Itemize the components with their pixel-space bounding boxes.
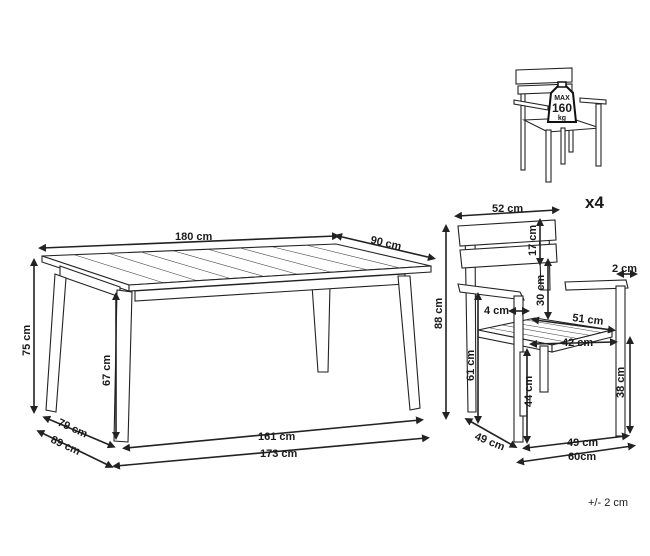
label-chair-armrest-offset: 4 cm	[484, 305, 509, 317]
table-back-leg-right	[311, 284, 331, 373]
label-table-base-length: 173 cm	[260, 448, 298, 460]
chair-armrest-right	[564, 279, 629, 291]
table-leg-front-left-side	[45, 273, 67, 413]
thumb-armrest-right	[579, 97, 607, 105]
label-table-width: 90 cm	[369, 234, 402, 253]
thumb-armrest-left	[513, 99, 549, 111]
table-drawing	[41, 243, 432, 443]
arrow-chair-seat-width	[529, 338, 618, 348]
weight-icon-handle	[557, 81, 567, 88]
arrow-chair-base-width	[516, 442, 636, 466]
label-chair-total-height: 88 cm	[433, 298, 445, 329]
arrow-table-length	[38, 232, 340, 252]
chair-armrest-left	[457, 283, 525, 301]
label-chair-back-width: 52 cm	[492, 203, 523, 215]
label-chair-seat-height: 44 cm	[523, 376, 535, 407]
thumb-mid-leg	[560, 127, 566, 165]
arrow-chair-seat-depth	[531, 316, 616, 334]
label-table-leg-height: 67 cm	[101, 355, 113, 386]
label-chair-seat-width: 42 cm	[562, 337, 593, 349]
label-chair-base-depth-side: 49 cm	[473, 431, 507, 454]
label-table-base-width: 89 cm	[49, 434, 83, 458]
label-chair-armrest-width: 2 cm	[612, 263, 637, 275]
label-chair-back-height: 17 cm	[527, 225, 539, 256]
chair-mid-leg	[539, 345, 549, 393]
label-chair-base-width: 60cm	[568, 451, 596, 463]
tolerance-note: +/- 2 cm	[588, 497, 628, 509]
badge-unit: kg	[558, 115, 566, 122]
tabletop-front-edge	[128, 265, 432, 292]
max-load-badge: MAX 160 kg	[546, 81, 578, 123]
arrow-chair-back-width	[454, 206, 560, 220]
thumb-front-leg-left	[545, 129, 552, 183]
thumb-front-leg-right	[595, 103, 602, 167]
badge-value: 160	[552, 101, 572, 115]
label-table-height: 75 cm	[21, 325, 33, 356]
chair-quantity: x4	[585, 193, 604, 212]
label-table-length: 180 cm	[175, 231, 213, 243]
label-chair-back-gap: 30 cm	[535, 275, 547, 306]
chair-drawing	[457, 219, 629, 443]
chair-dimensions: 52 cm 17 cm 30 cm 2 cm 4 cm 51 cm 42 cm …	[433, 203, 638, 466]
label-chair-arm-height: 61 cm	[465, 350, 477, 381]
chair-backrest-slat-bottom	[459, 243, 558, 269]
label-table-leg-span: 161 cm	[258, 431, 296, 443]
table-leg-front-right	[397, 275, 421, 411]
arrow-table-base-width	[36, 430, 114, 468]
label-chair-front-leg-height: 38 cm	[615, 367, 627, 398]
chair-backrest-slat-top	[457, 219, 557, 247]
chair-front-leg-right	[615, 285, 626, 437]
label-chair-base-depth-front: 49 cm	[567, 437, 598, 449]
label-chair-seat-depth: 51 cm	[572, 312, 605, 328]
badge-max: MAX	[554, 95, 570, 102]
tabletop-planks	[74, 244, 401, 284]
arrow-table-base-length	[112, 434, 430, 470]
arrow-table-width	[334, 233, 436, 261]
thumb-backrest-top	[515, 67, 573, 85]
arrow-chair-base-depth-side	[464, 418, 518, 448]
